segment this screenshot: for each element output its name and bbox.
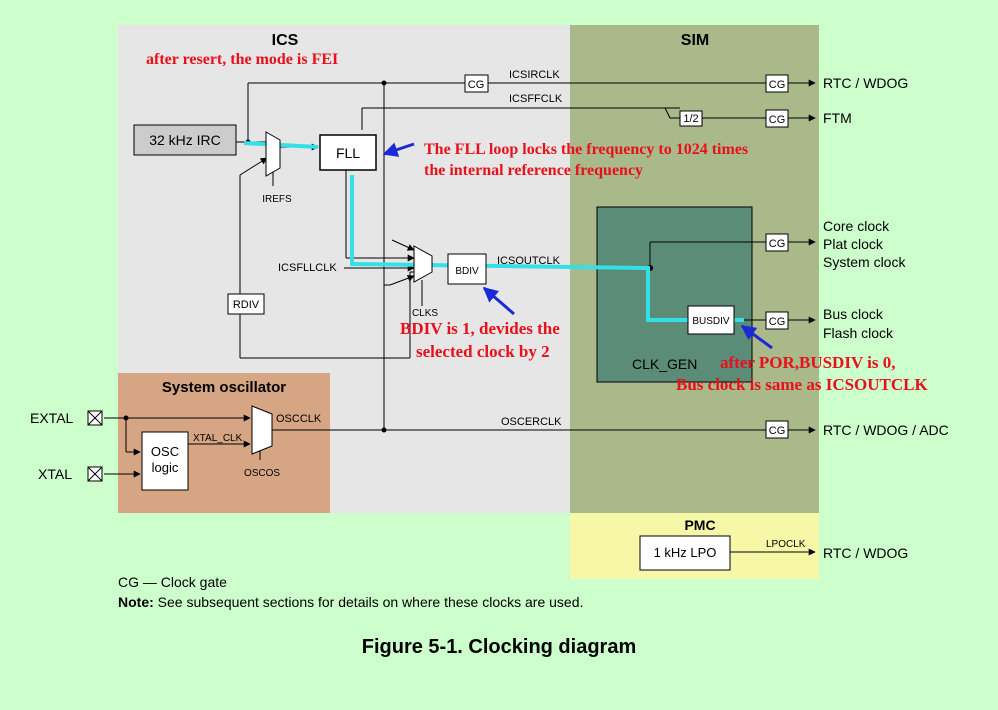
clock-gate-bus — [765, 311, 789, 330]
oscos-label: OSCOS — [244, 468, 280, 479]
clock-gate-rtc-wdog — [765, 74, 789, 93]
annotation-busdiv-line-1: after POR,BUSDIV is 0, — [720, 353, 896, 372]
oscclk-label: OSCCLK — [276, 413, 322, 425]
annotation-bdiv-line-2: selected clock by 2 — [416, 342, 550, 361]
clock-gate-ftm — [765, 109, 789, 128]
icsoutclk-label: ICSOUTCLK — [497, 255, 561, 267]
bdiv-block — [447, 253, 487, 285]
xtal-pin-label: XTAL — [38, 466, 72, 482]
icsfllclk-label: ICSFLLCLK — [278, 262, 337, 274]
oscos-mux — [251, 405, 273, 455]
rdiv-label: RDIV — [233, 299, 260, 311]
bdiv-label: BDIV — [455, 266, 479, 277]
annotation-reset-mode: after resert, the mode is FEI — [146, 51, 338, 68]
divide-by-two-block — [679, 110, 703, 127]
divide-by-two-label: 1/2 — [683, 113, 698, 125]
output-core-clock: Core clock — [823, 218, 890, 234]
clock-gate-label: CG — [468, 79, 485, 91]
clock-gate-label: CG — [769, 425, 786, 437]
fll-label: FLL — [336, 145, 360, 161]
icsffclk-label: ICSFFCLK — [509, 93, 563, 105]
output-plat-clock: Plat clock — [823, 236, 884, 252]
output-rtc-wdog-lpo: RTC / WDOG — [823, 545, 908, 561]
system-oscillator-title: System oscillator — [162, 379, 286, 396]
clock-gate-label: CG — [769, 238, 786, 250]
output-bus-clock: Bus clock — [823, 306, 884, 322]
osc-logic-label-1: OSC — [151, 444, 179, 459]
output-rtc-wdog-adc: RTC / WDOG / ADC — [823, 422, 949, 438]
annotation-busdiv-line-2: Bus clock is same as ICSOUTCLK — [676, 375, 929, 394]
icsirclk-label: ICSIRCLK — [509, 69, 560, 81]
extal-pin — [87, 410, 103, 426]
xtal-clk-label: XTAL_CLK — [193, 433, 243, 444]
legend-note-text: See subsequent sections for details on w… — [153, 594, 584, 610]
irefs-mux — [265, 131, 281, 177]
legend-note-label: Note: — [118, 594, 154, 610]
extal-pin-label: EXTAL — [30, 410, 74, 426]
output-system-clock: System clock — [823, 254, 906, 270]
busdiv-block — [687, 305, 735, 335]
output-ftm: FTM — [823, 110, 852, 126]
figure-caption: Figure 5-1. Clocking diagram — [361, 636, 637, 658]
clock-gate-oscerclk — [765, 420, 789, 439]
rdiv-block — [227, 293, 265, 315]
sim-region-title: SIM — [681, 32, 709, 49]
clk-gen-label: CLK_GEN — [632, 356, 697, 372]
lpo-label: 1 kHz LPO — [654, 545, 717, 560]
clock-gate-label: CG — [769, 114, 786, 126]
annotation-fll-line-1: The FLL loop locks the frequency to 1024… — [424, 141, 748, 158]
clk-gen-block — [596, 206, 753, 383]
output-flash-clock: Flash clock — [823, 325, 894, 341]
clks-mux — [413, 245, 433, 283]
irc-block — [133, 124, 237, 156]
clock-gate-icsirclk-in — [464, 74, 489, 93]
pmc-region-title: PMC — [684, 517, 715, 533]
irefs-label: IREFS — [262, 194, 292, 205]
clock-gate-label: CG — [769, 316, 786, 328]
oscerclk-label: OSCERCLK — [501, 416, 562, 428]
irc-label: 32 kHz IRC — [149, 132, 221, 148]
osc-logic-block — [141, 431, 189, 491]
annotation-fll-line-2: the internal reference frequency — [424, 162, 643, 179]
signal-wires — [104, 79, 816, 556]
annotation-bdiv-line-1: BDIV is 1, devides the — [400, 319, 560, 338]
clock-gate-label: CG — [769, 79, 786, 91]
busdiv-label: BUSDIV — [692, 316, 730, 327]
lpo-block — [639, 535, 731, 571]
fll-block — [319, 134, 377, 171]
output-rtc-wdog: RTC / WDOG — [823, 75, 908, 91]
clks-label: CLKS — [412, 308, 438, 319]
clock-gate-core — [765, 233, 789, 252]
annotation-arrows — [382, 142, 773, 350]
legend-clock-gate: CG — Clock gate — [118, 574, 227, 590]
osc-logic-label-2: logic — [152, 460, 179, 475]
ics-region-title: ICS — [272, 32, 299, 49]
lpoclk-label: LPOCLK — [766, 539, 806, 550]
xtal-pin — [87, 466, 103, 482]
legend-note: Note: See subsequent sections for detail… — [118, 594, 583, 610]
